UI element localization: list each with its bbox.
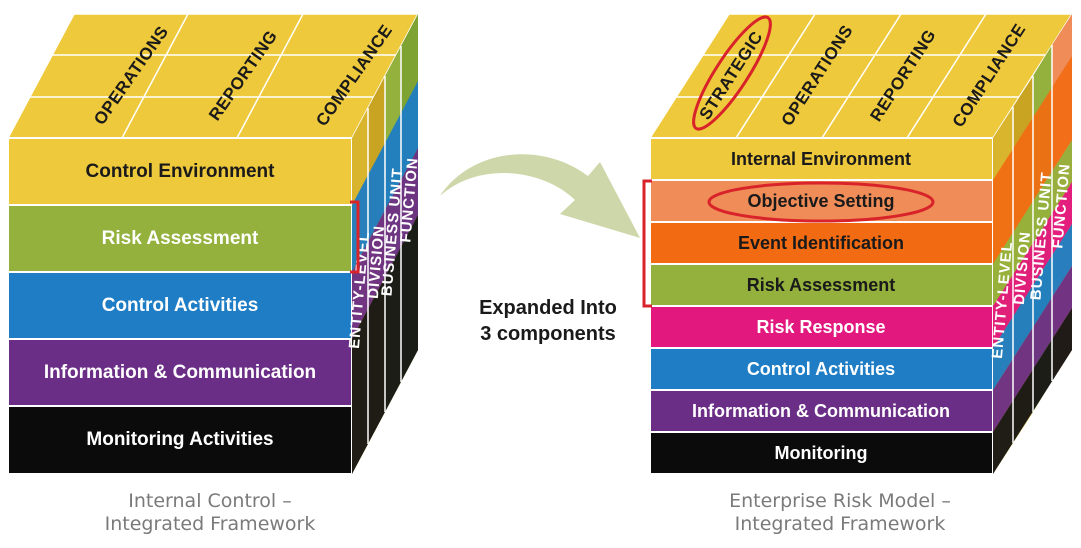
right-caption-line2: Integrated Framework xyxy=(734,513,946,535)
right-caption-line1: Enterprise Risk Model – xyxy=(729,490,951,512)
right-band-objective-setting xyxy=(649,179,994,223)
right-side-label-division: DIVISION xyxy=(1011,230,1034,305)
right-label-risk-assessment: Risk Assessment xyxy=(747,275,895,295)
left-label-monitoring-activities: Monitoring Activities xyxy=(86,429,273,450)
right-label-control-activities: Control Activities xyxy=(747,359,895,379)
left-cube-top-grid xyxy=(30,13,396,139)
right-caption: Enterprise Risk Model – Integrated Frame… xyxy=(700,490,980,536)
strategic-highlight-ellipse xyxy=(692,15,772,131)
expansion-label-line2: 3 components xyxy=(480,323,616,345)
left-caption-line2: Integrated Framework xyxy=(104,513,316,535)
left-band-risk-assessment xyxy=(7,204,353,273)
left-band-control-activities xyxy=(7,271,353,340)
right-label-monitoring: Monitoring xyxy=(775,443,868,463)
expansion-label: Expanded Into 3 components xyxy=(458,295,638,347)
right-expanded-bracket xyxy=(642,179,652,308)
right-label-objective-setting: Objective Setting xyxy=(747,191,894,211)
left-label-information-communication: Information & Communication xyxy=(44,362,316,383)
right-label-information-communication: Information & Communication xyxy=(692,401,950,421)
left-risk-bracket xyxy=(350,200,360,274)
left-side-grid xyxy=(367,46,402,444)
expansion-arrow xyxy=(440,154,640,238)
right-cube: STRATEGIC OPERATIONS REPORTING COMPLIANC… xyxy=(642,13,1074,475)
right-label-event-identification: Event Identification xyxy=(738,233,904,253)
left-band-information-communication xyxy=(7,338,353,407)
left-caption-line1: Internal Control – xyxy=(128,490,292,512)
left-label-control-environment: Control Environment xyxy=(86,161,276,182)
left-label-control-activities: Control Activities xyxy=(102,295,259,316)
right-label-internal-environment: Internal Environment xyxy=(731,149,911,169)
left-label-risk-assessment: Risk Assessment xyxy=(102,228,259,249)
right-band-internal-environment xyxy=(649,137,994,181)
right-band-monitoring xyxy=(649,431,994,475)
right-band-information-communication xyxy=(649,389,994,433)
left-side-label-division: DIVISION xyxy=(365,224,388,299)
left-cube: OPERATIONS REPORTING COMPLIANCE Control … xyxy=(6,13,422,475)
expansion-label-line1: Expanded Into xyxy=(479,297,617,319)
objective-setting-highlight-ellipse xyxy=(707,181,935,223)
left-band-control-environment xyxy=(7,137,353,206)
left-caption: Internal Control – Integrated Framework xyxy=(80,490,340,536)
right-side-grid xyxy=(1012,45,1053,443)
right-band-risk-response xyxy=(649,305,994,349)
right-band-risk-assessment xyxy=(649,263,994,307)
right-label-risk-response: Risk Response xyxy=(756,317,885,337)
